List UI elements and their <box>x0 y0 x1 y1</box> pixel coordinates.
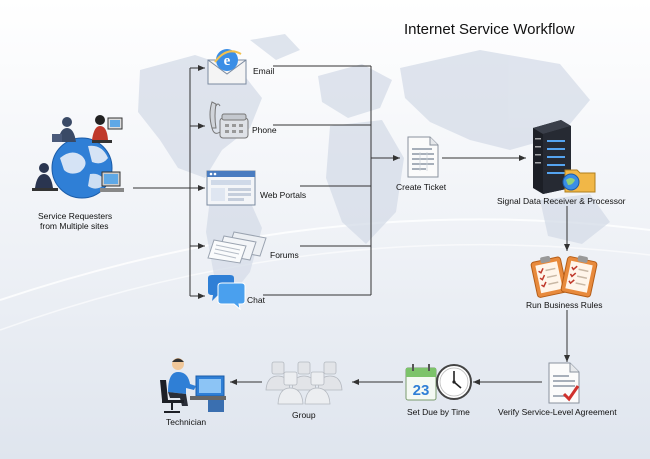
create-ticket-label: Create Ticket <box>396 182 447 192</box>
forums-label: Forums <box>270 250 299 260</box>
verify-sla-label: Verify Service-Level Agreement <box>498 407 617 417</box>
forums-icon <box>206 228 272 264</box>
diagram-title: Internet Service Workflow <box>404 21 575 38</box>
business-rules-icon <box>530 253 600 299</box>
requesters-label-line1: Service Requesters <box>38 211 113 221</box>
requesters-globe-icon <box>30 110 132 202</box>
group-label: Group <box>292 410 316 420</box>
server-icon <box>527 118 597 194</box>
world-map <box>138 34 610 300</box>
technician-icon <box>156 354 228 414</box>
group-icon <box>262 360 346 406</box>
calendar-day: 23 <box>413 382 430 399</box>
phone-label: Phone <box>252 125 277 135</box>
calendar-clock-icon: 23 <box>404 360 474 406</box>
connectors <box>133 65 570 385</box>
svg-text:e: e <box>224 53 231 69</box>
requesters-label-line2: from Multiple sites <box>40 221 109 231</box>
phone-icon <box>206 100 250 142</box>
email-label: Email <box>253 66 275 76</box>
technician-label: Technician <box>166 417 207 427</box>
chat-label: Chat <box>247 295 265 305</box>
ticket-icon <box>404 136 440 178</box>
business-rules-label: Run Business Rules <box>526 300 603 310</box>
set-due-label: Set Due by Time <box>407 407 470 417</box>
web-portals-label: Web Portals <box>260 190 307 200</box>
signal-processor-label: Signal Data Receiver & Processor <box>497 196 626 206</box>
email-icon: e <box>206 46 248 86</box>
web-portals-icon <box>206 170 256 206</box>
chat-icon <box>206 274 246 311</box>
sla-document-icon <box>546 362 582 404</box>
